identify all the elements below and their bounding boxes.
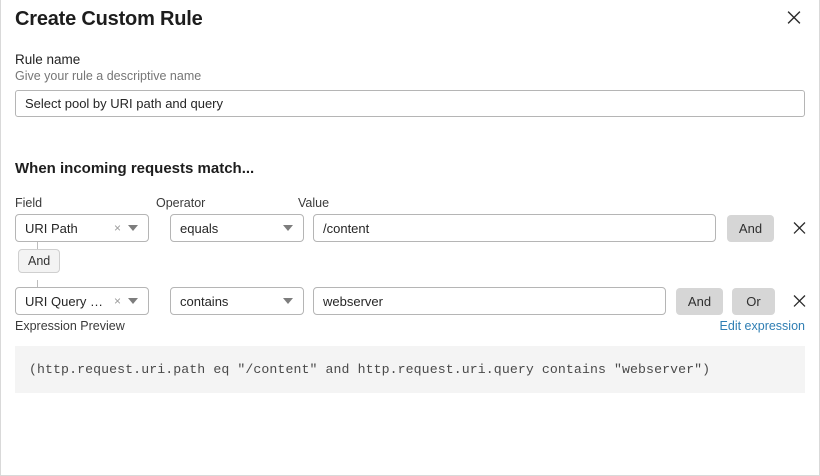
column-header-value: Value (298, 196, 330, 210)
condition-connector: And (15, 242, 155, 287)
expression-preview-box: (http.request.uri.path eq "/content" and… (15, 346, 805, 393)
close-icon[interactable] (783, 6, 805, 28)
operator-select[interactable]: contains (170, 287, 304, 315)
expression-code: (http.request.uri.path eq "/content" and… (29, 362, 711, 377)
condition-row: URI Path × equals And (15, 214, 807, 242)
expression-preview-header: Expression Preview Edit expression (15, 319, 805, 337)
rule-name-input[interactable] (15, 90, 805, 117)
condition-column-headers: Field Operator Value (15, 196, 805, 214)
chevron-down-icon (283, 298, 293, 304)
delete-condition-icon[interactable] (789, 217, 809, 237)
clear-icon[interactable]: × (113, 221, 121, 235)
field-select-value: URI Query St... (25, 293, 110, 309)
condition-row: URI Query St... × contains And Or (15, 287, 807, 315)
expression-preview: Expression Preview Edit expression (http… (15, 319, 805, 393)
rule-name-label: Rule name (15, 52, 81, 67)
rule-name-help: Give your rule a descriptive name (15, 69, 202, 83)
field-select-value: URI Path (25, 220, 78, 236)
clear-icon[interactable]: × (113, 294, 121, 308)
operator-select-value: contains (180, 293, 229, 309)
dialog-header: Create Custom Rule (15, 0, 805, 46)
value-input[interactable] (313, 214, 716, 242)
match-section-heading: When incoming requests match... (15, 160, 255, 177)
and-button[interactable]: And (676, 288, 723, 315)
connector-line-top (37, 242, 38, 249)
delete-condition-icon[interactable] (789, 290, 809, 310)
chevron-down-icon (128, 225, 138, 231)
operator-select-value: equals (180, 220, 219, 236)
and-button[interactable]: And (727, 215, 774, 242)
condition-rows: URI Path × equals And And (15, 214, 805, 319)
chevron-down-icon (283, 225, 293, 231)
column-header-field: Field (15, 196, 43, 210)
field-select[interactable]: URI Path × (15, 214, 149, 242)
or-button[interactable]: Or (732, 288, 775, 315)
chevron-down-icon (128, 298, 138, 304)
column-header-operator: Operator (156, 196, 206, 210)
connector-and-badge[interactable]: And (18, 249, 61, 273)
field-select[interactable]: URI Query St... × (15, 287, 149, 315)
connector-line-bottom (37, 280, 38, 287)
value-input[interactable] (313, 287, 666, 315)
edit-expression-link[interactable]: Edit expression (719, 319, 805, 333)
page-title: Create Custom Rule (15, 8, 203, 30)
expression-preview-label: Expression Preview (15, 319, 125, 333)
operator-select[interactable]: equals (170, 214, 304, 242)
